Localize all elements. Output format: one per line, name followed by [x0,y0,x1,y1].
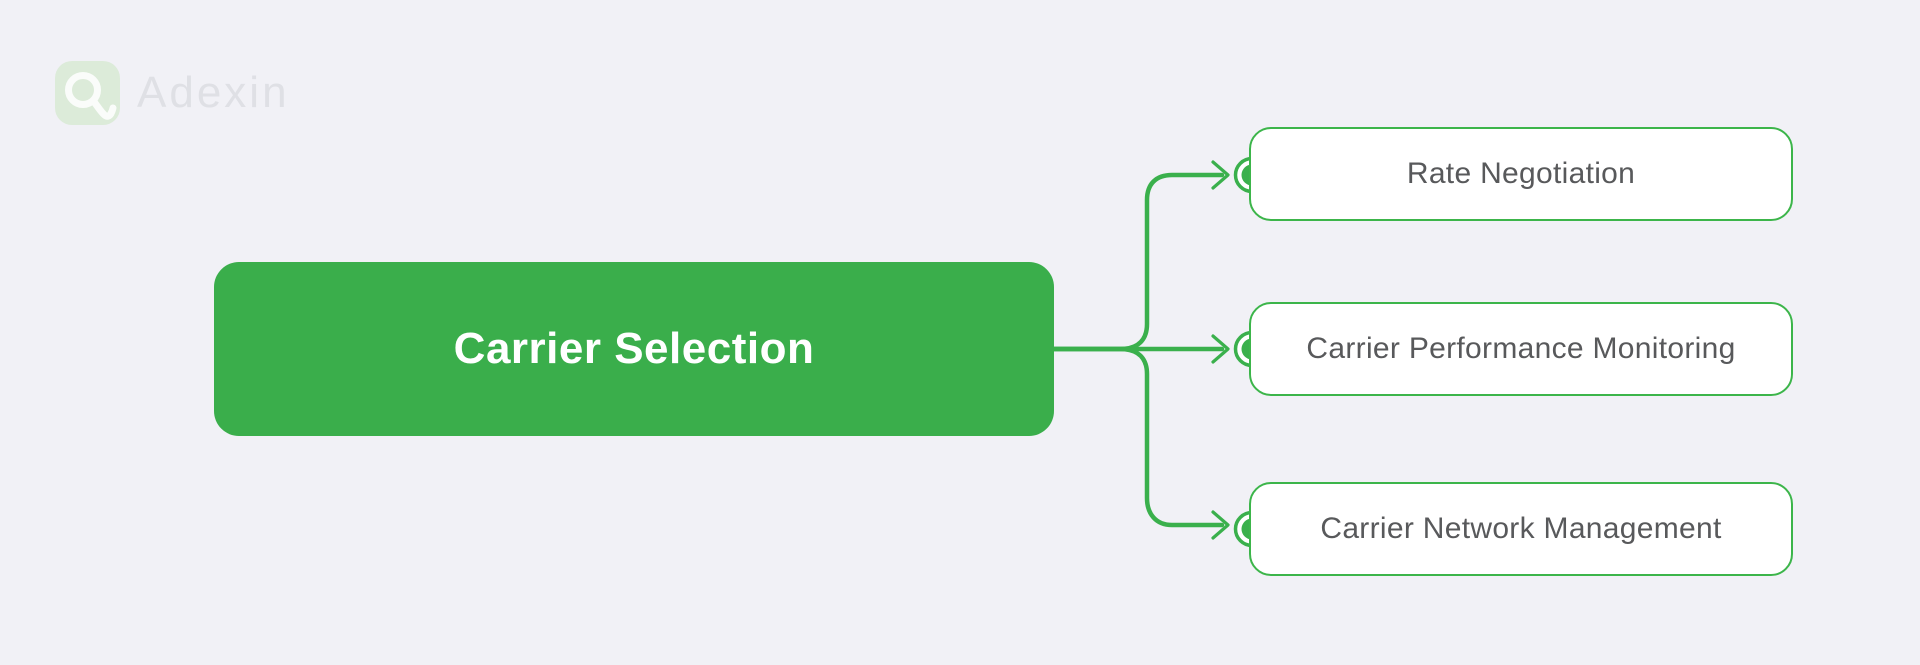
child-node-label: Carrier Network Management [1320,512,1722,545]
connector-top [1051,172,1225,352]
logo-wordmark: Adexin [137,68,290,117]
node-carrier-selection[interactable]: Carrier Selection [214,262,1054,436]
adexin-a-icon [55,61,120,125]
connector-bottom [1051,346,1225,528]
child-node-label: Rate Negotiation [1406,157,1636,190]
arrow-right-icon [1211,334,1230,364]
node-carrier-performance-monitoring[interactable]: Carrier Performance Monitoring [1249,302,1793,396]
child-node-label: Carrier Performance Monitoring [1306,332,1736,365]
arrow-right-icon [1211,160,1230,190]
adexin-logo: Adexin [55,61,290,125]
node-carrier-network-management[interactable]: Carrier Network Management [1249,482,1793,576]
node-rate-negotiation[interactable]: Rate Negotiation [1249,127,1793,221]
root-node-label: Carrier Selection [453,324,815,373]
arrow-right-icon [1211,510,1230,540]
